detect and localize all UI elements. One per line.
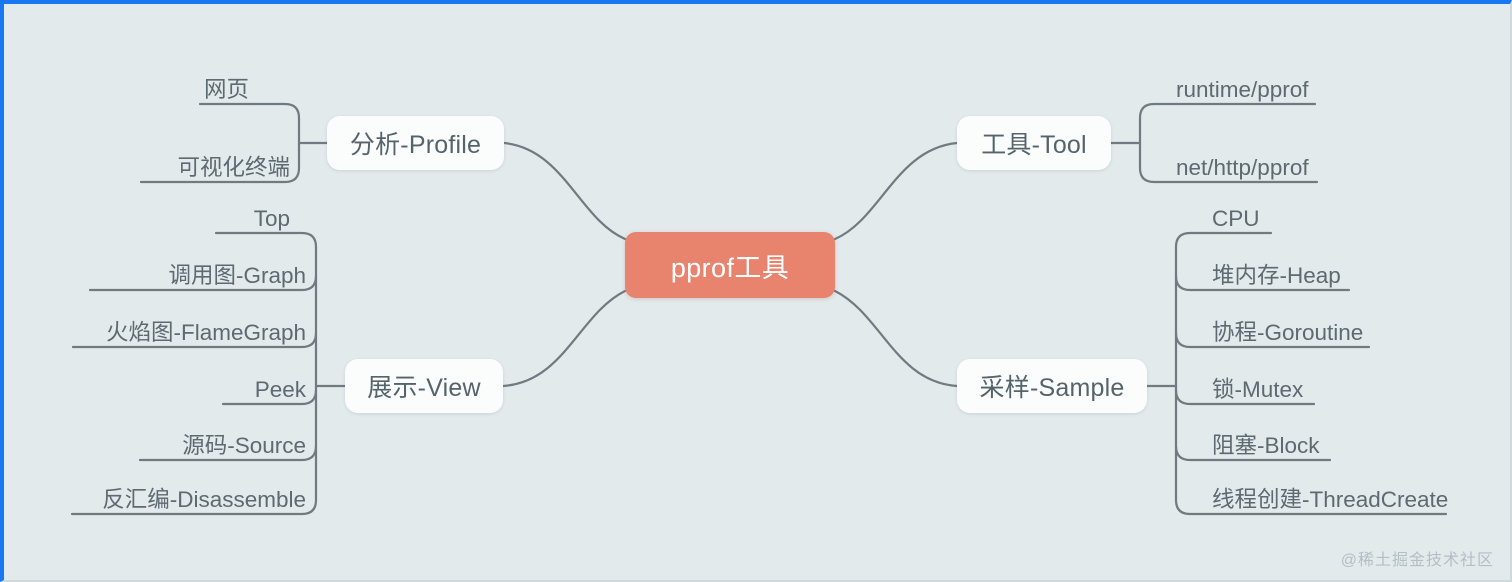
edge-sample-spine [1174, 231, 1210, 516]
leaf-profile-1[interactable]: 可视化终端 [177, 155, 290, 180]
watermark: @稀土掘金技术社区 [1340, 552, 1494, 569]
branch-node-profile[interactable]: 分析-Profile [327, 116, 504, 170]
underline-sample-leaf-3 [1174, 388, 1316, 406]
root-node-label: pprof工具 [670, 252, 790, 283]
leaf-sample-2[interactable]: 协程-Goroutine [1212, 320, 1364, 345]
underline-sample-leaf-4 [1174, 444, 1332, 462]
leaf-view-3[interactable]: Peek [254, 377, 306, 402]
leaf-tool-0[interactable]: runtime/pprof [1176, 77, 1309, 102]
edge-tool-spine [1138, 102, 1186, 184]
branch-node-view-label: 展示-View [367, 374, 481, 402]
edge-root-tool [833, 141, 959, 241]
leaf-view-1[interactable]: 调用图-Graph [168, 263, 306, 288]
mindmap-edges [70, 102, 1448, 516]
underline-view-leaf-2 [71, 331, 318, 349]
edge-root-profile [502, 141, 627, 241]
root-node[interactable]: pprof工具 [625, 232, 835, 298]
branch-node-sample-label: 采样-Sample [979, 374, 1125, 402]
leaf-sample-0[interactable]: CPU [1212, 206, 1260, 231]
underline-sample-leaf-2 [1174, 331, 1371, 349]
leaf-sample-3[interactable]: 锁-Mutex [1212, 377, 1304, 402]
branch-node-profile-label: 分析-Profile [349, 131, 482, 159]
leaf-profile-0[interactable]: 网页 [203, 77, 249, 102]
leaf-view-4[interactable]: 源码-Source [182, 433, 306, 458]
edge-profile-spine [253, 102, 301, 184]
underline-view-leaf-3 [221, 388, 318, 406]
leaf-sample-5[interactable]: 线程创建-ThreadCreate [1212, 487, 1449, 512]
underline-view-leaf-1 [88, 274, 318, 292]
edge-root-sample [833, 289, 959, 388]
branch-node-view[interactable]: 展示-View [345, 359, 503, 413]
leaf-sample-1[interactable]: 堆内存-Heap [1212, 263, 1341, 288]
leaf-sample-4[interactable]: 阻塞-Block [1212, 433, 1320, 458]
branch-node-tool[interactable]: 工具-Tool [957, 116, 1111, 170]
edge-view-spine [282, 231, 318, 516]
underline-sample-leaf-1 [1174, 274, 1351, 292]
branch-node-sample[interactable]: 采样-Sample [957, 359, 1147, 413]
leaf-tool-1[interactable]: net/http/pprof [1176, 155, 1309, 180]
leaf-view-0[interactable]: Top [253, 206, 290, 231]
branch-node-tool-label: 工具-Tool [981, 131, 1087, 159]
leaf-view-2[interactable]: 火焰图-FlameGraph [105, 320, 306, 345]
edge-root-view [501, 289, 627, 388]
underline-view-leaf-4 [138, 444, 318, 462]
leaf-view-5[interactable]: 反汇编-Disassemble [102, 487, 306, 512]
